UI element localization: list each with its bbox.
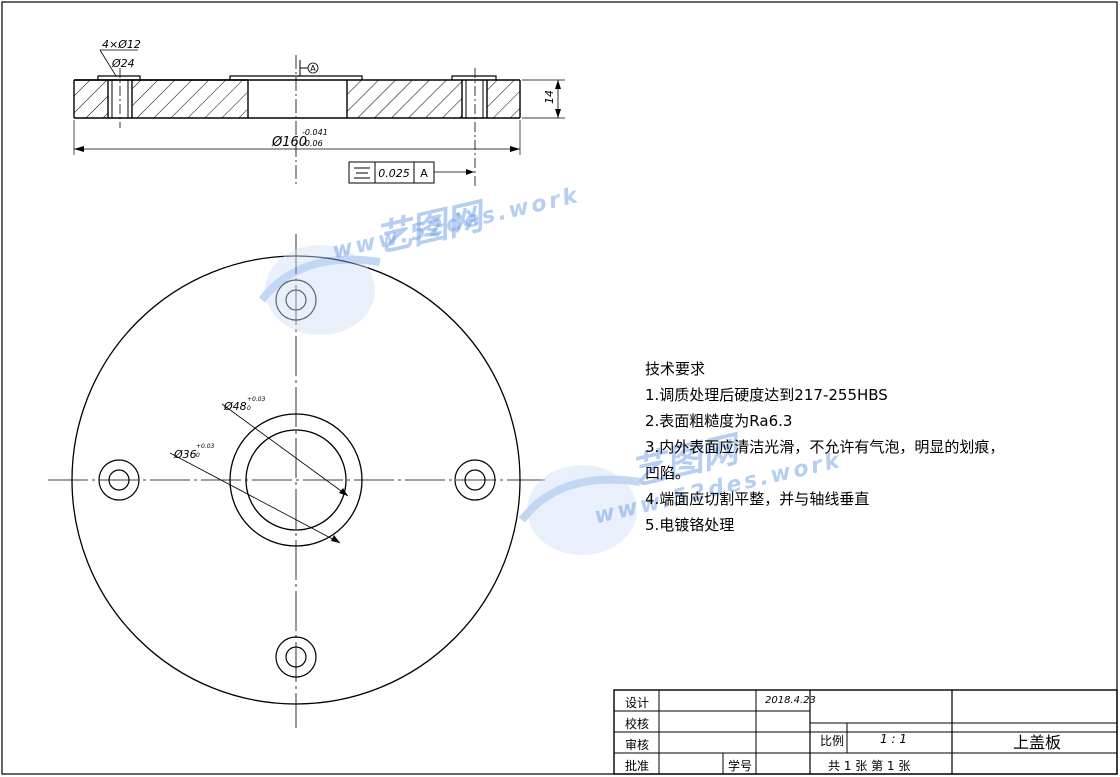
diameter-tol-upper: -0.041 <box>302 128 328 137</box>
check-label: 校核 <box>625 717 650 731</box>
design-label: 设计 <box>625 696 650 710</box>
counterbore-callout: Ø24 <box>111 57 135 70</box>
datum-label: A <box>310 64 316 73</box>
technical-requirements: 技术要求 1.调质处理后硬度达到217-255HBS 2.表面粗糙度为Ra6.3… <box>645 356 1004 538</box>
tech-req-title: 技术要求 <box>645 360 706 378</box>
svg-text:+0.03: +0.03 <box>247 396 266 403</box>
plan-view: Ø48 +0.03 0 Ø36 +0.03 0 <box>48 234 545 728</box>
sheets-text: 共 1 张 第 1 张 <box>828 759 911 773</box>
flatness-datum: A <box>420 167 428 180</box>
tech-req-item: 1.调质处理后硬度达到217-255HBS <box>645 386 888 404</box>
tech-req-item: 5.电镀铬处理 <box>645 516 735 534</box>
tech-req-item: 4.端面应切割平整，并与轴线垂直 <box>645 490 870 508</box>
watermark-globe-2 <box>518 465 641 555</box>
section-view: A 4×Ø12 Ø24 14 Ø160 -0.041 -0.06 0.025 A <box>73 38 565 188</box>
svg-text:0: 0 <box>247 405 251 412</box>
flatness-value: 0.025 <box>378 167 410 180</box>
hole-callout: 4×Ø12 <box>102 38 141 51</box>
tech-req-item: 2.表面粗糙度为Ra6.3 <box>645 412 793 430</box>
diameter-dim: Ø160 <box>271 135 307 150</box>
scale-label: 比例 <box>820 734 845 748</box>
diameter-tol-lower: -0.06 <box>302 139 323 148</box>
scale-value: 1 : 1 <box>880 732 907 746</box>
part-name: 上盖板 <box>1013 733 1062 752</box>
tech-req-item: 3.内外表面应清洁光滑，不允许有气泡，明显的划痕， <box>645 438 1005 456</box>
svg-text:+0.03: +0.03 <box>196 443 215 450</box>
student-id-label: 学号 <box>728 759 753 773</box>
tech-req-item: 凹陷。 <box>645 464 691 482</box>
approve-label: 批准 <box>625 759 650 773</box>
review-label: 审核 <box>625 738 650 752</box>
watermark-globe-1 <box>258 245 381 335</box>
bore-dim: Ø36 <box>173 448 197 461</box>
title-block <box>613 689 1118 775</box>
thickness-dim: 14 <box>543 90 556 104</box>
svg-text:0: 0 <box>196 452 200 459</box>
design-date: 2018.4.23 <box>765 695 816 706</box>
inner-dim: Ø48 <box>223 400 247 413</box>
